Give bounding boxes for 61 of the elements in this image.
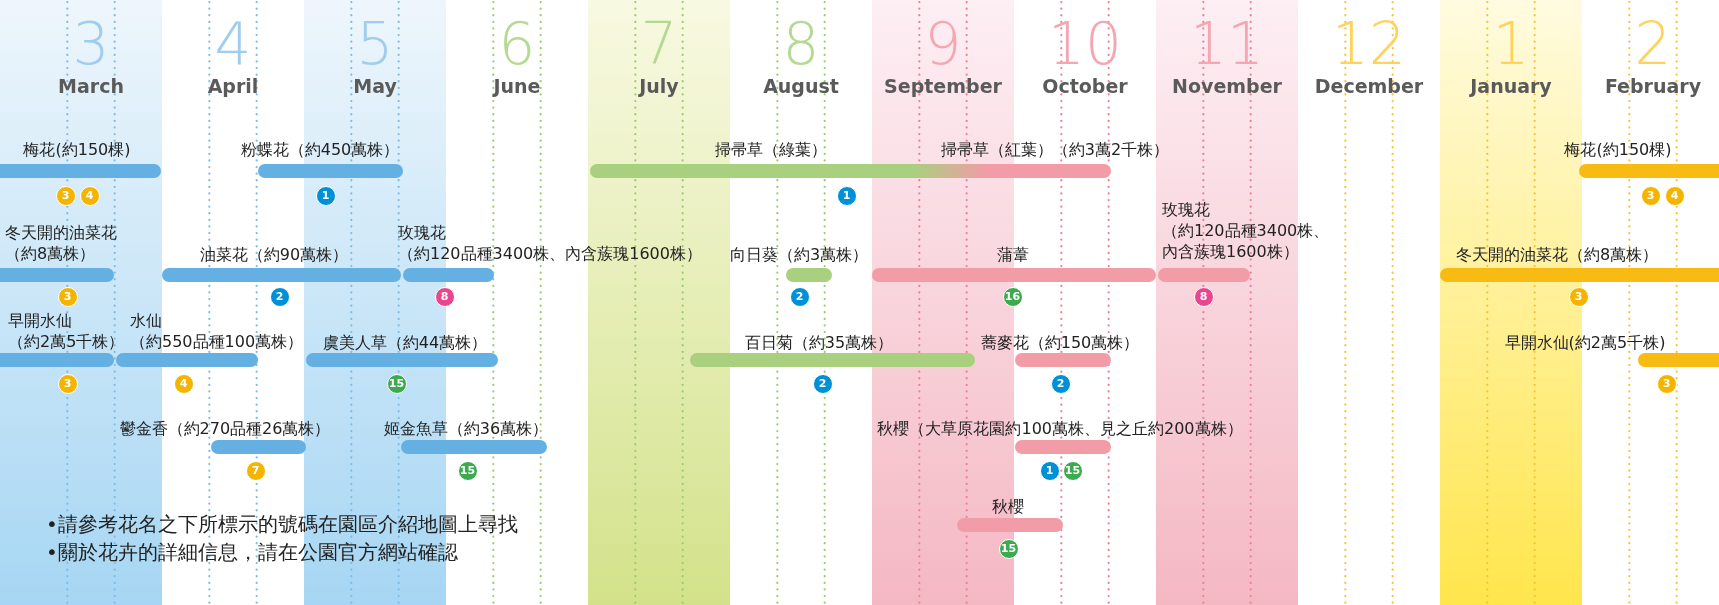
month-number: 11 bbox=[1190, 14, 1264, 74]
flower-label: 冬天開的油菜花（約8萬株） bbox=[1455, 243, 1659, 265]
map-number-marker: 7 bbox=[245, 460, 266, 481]
month-name: June bbox=[493, 75, 541, 97]
flower-label: 蕎麥花（約150萬株） bbox=[980, 331, 1140, 353]
flower-label: 秋櫻（大草原花園約100萬株、見之丘約200萬株） bbox=[877, 417, 1243, 439]
month-number: 5 bbox=[356, 14, 394, 74]
month-number: 12 bbox=[1332, 14, 1406, 74]
month-number: 6 bbox=[498, 14, 536, 74]
month-number: 2 bbox=[1634, 14, 1672, 74]
flower-label: 百日菊（約35萬株） bbox=[744, 331, 894, 353]
month-number: 4 bbox=[214, 14, 252, 74]
map-number-marker: 4 bbox=[173, 373, 194, 394]
flower-label: 油菜花（約90萬株） bbox=[199, 243, 349, 265]
note-text: •請參考花名之下所標示的號碼在園區介紹地圖上尋找 bbox=[46, 511, 518, 538]
map-number-marker: 2 bbox=[1050, 373, 1071, 394]
map-number-marker: 2 bbox=[812, 373, 833, 394]
month-name: September bbox=[884, 75, 1002, 97]
month-name: October bbox=[1042, 75, 1128, 97]
flower-label: 梅花(約150棵) bbox=[23, 138, 131, 160]
map-number-marker: 15 bbox=[1062, 460, 1083, 481]
flower-label: 玫瑰花（約120品種3400株、內含蔟瑰1600株） bbox=[398, 222, 702, 264]
flower-label: 早開水仙（約2萬5千株） bbox=[8, 310, 125, 352]
map-number-marker: 2 bbox=[789, 286, 810, 307]
flower-label: 粉蝶花（約450萬株） bbox=[240, 138, 400, 160]
month-number: 7 bbox=[640, 14, 678, 74]
flower-label: 掃帚草（綠葉） bbox=[715, 138, 827, 160]
month-name: January bbox=[1470, 75, 1552, 97]
map-number-marker: 2 bbox=[269, 286, 290, 307]
month-number: 3 bbox=[72, 14, 110, 74]
note-text: •關於花卉的詳細信息，請在公園官方網站確認 bbox=[46, 539, 458, 566]
flower-label: 水仙（約550品種100萬株） bbox=[130, 310, 304, 352]
flower-label: 鬱金香（約270品種26萬株） bbox=[119, 417, 331, 439]
month-name: December bbox=[1314, 75, 1424, 97]
month-number: 8 bbox=[782, 14, 820, 74]
month-name: November bbox=[1172, 75, 1282, 97]
flower-label: 早開水仙(約2萬5千株) bbox=[1504, 331, 1666, 353]
month-name: March bbox=[58, 75, 124, 97]
flower-label: 掃帚草（紅葉）（約3萬2千株） bbox=[940, 138, 1170, 160]
map-number-marker: 4 bbox=[1664, 185, 1685, 206]
flower-label: 玫瑰花（約120品種3400株、內含蔟瑰1600株） bbox=[1162, 199, 1330, 262]
month-name: April bbox=[207, 75, 259, 97]
flower-label: 梅花(約150棵) bbox=[1564, 138, 1672, 160]
flower-label: 蒲葦 bbox=[997, 243, 1029, 265]
map-number-marker: 3 bbox=[1640, 185, 1661, 206]
map-number-marker: 3 bbox=[1656, 373, 1677, 394]
map-number-marker: 1 bbox=[836, 185, 857, 206]
flower-label: 秋櫻 bbox=[992, 495, 1024, 517]
month-number: 1 bbox=[1492, 14, 1530, 74]
flower-label: 虞美人草（約44萬株） bbox=[322, 331, 488, 353]
month-number: 9 bbox=[924, 14, 962, 74]
month-name: May bbox=[353, 75, 397, 97]
month-name: August bbox=[763, 75, 839, 97]
month-name: July bbox=[639, 75, 679, 97]
flower-label: 姬金魚草（約36萬株） bbox=[383, 417, 549, 439]
month-name: February bbox=[1604, 75, 1702, 97]
map-number-marker: 1 bbox=[1039, 460, 1060, 481]
month-number: 10 bbox=[1048, 14, 1122, 74]
flower-label: 向日葵（約3萬株） bbox=[729, 243, 869, 265]
map-number-marker: 15 bbox=[457, 460, 478, 481]
flower-label: 冬天開的油菜花（約8萬株） bbox=[5, 222, 117, 264]
